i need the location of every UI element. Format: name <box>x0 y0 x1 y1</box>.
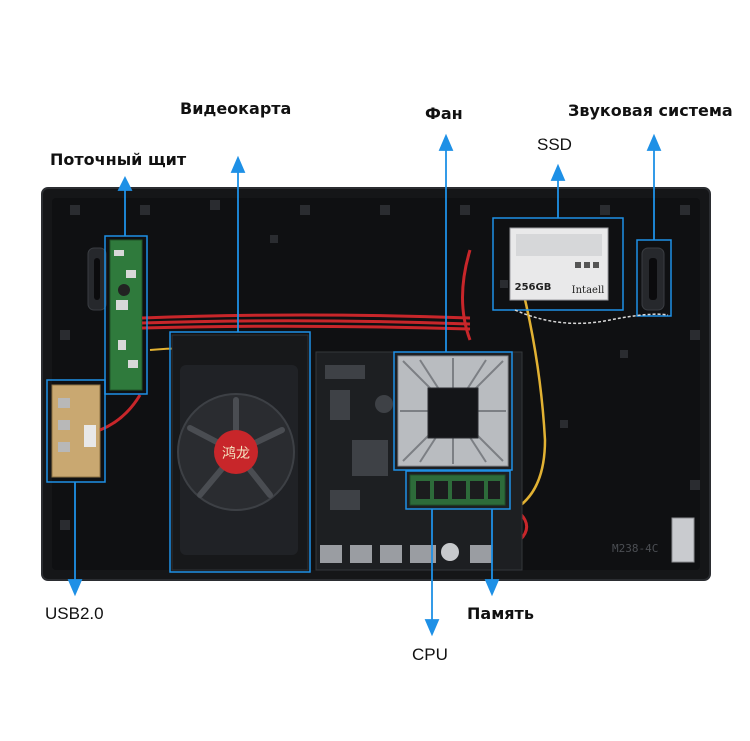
cpu-fan-core <box>427 387 479 439</box>
bracket <box>671 517 695 563</box>
wire-bundle <box>99 249 529 542</box>
label-ssd: SSD <box>537 135 572 154</box>
power-board <box>109 239 143 391</box>
label-cpu: CPU <box>412 645 448 664</box>
gpu-frame <box>169 331 311 573</box>
label-memory: Память <box>467 604 534 623</box>
ssd-capacity: 256GB <box>515 282 552 293</box>
mounting-bosses <box>60 200 700 530</box>
ssd-brand: Intaell <box>572 285 605 296</box>
label-gpu: Видеокарта <box>180 99 292 118</box>
gpu-sticker: 鸿龙 <box>222 445 250 462</box>
memory-frame <box>405 470 511 510</box>
label-fan: Фан <box>425 104 463 123</box>
callout-boxes <box>46 217 672 573</box>
label-audio: Звуковая система <box>568 101 733 120</box>
power-board-frame <box>104 235 148 395</box>
board-mark: M238-4C <box>612 542 658 555</box>
fan-frame <box>393 351 513 471</box>
label-usb: USB2.0 <box>45 604 104 623</box>
callout-leaders <box>67 133 662 637</box>
usb-frame <box>46 379 106 483</box>
label-power-board: Поточный щит <box>50 150 187 169</box>
